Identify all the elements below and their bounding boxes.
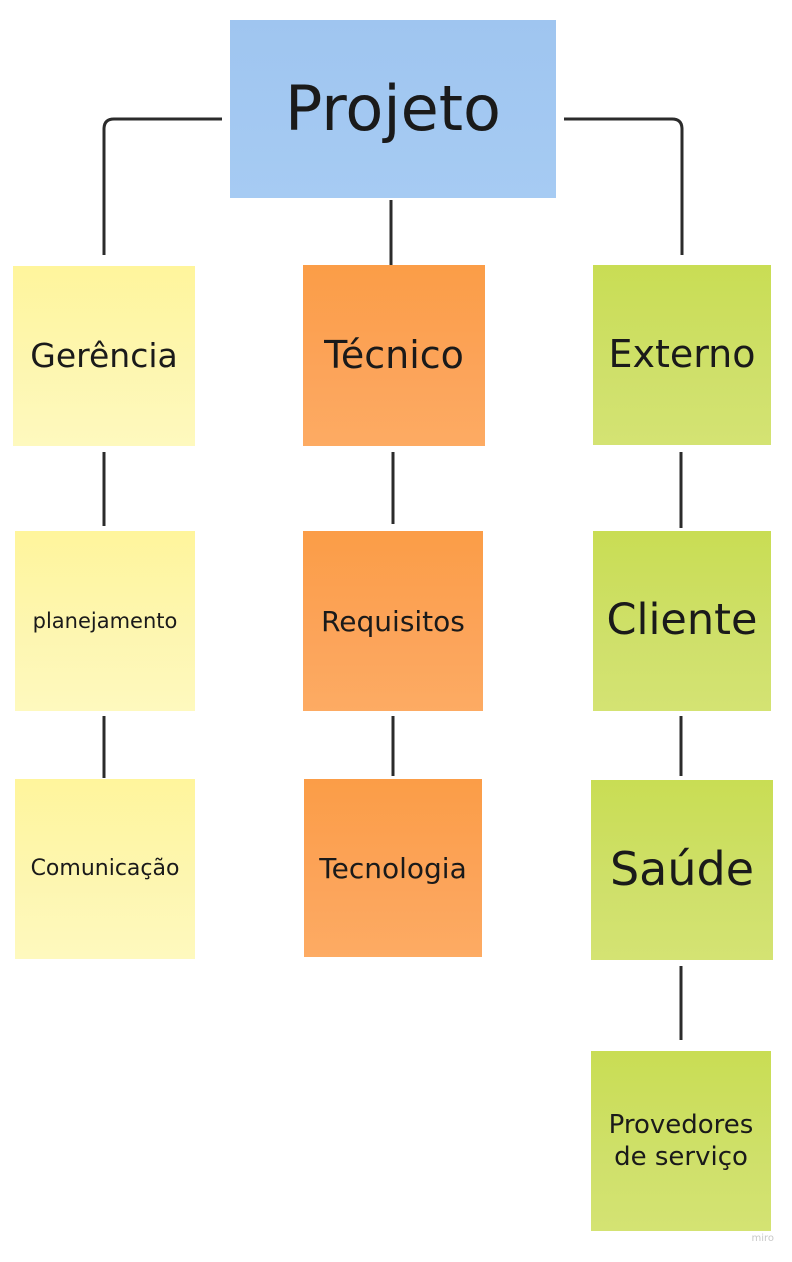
node-planejamento-label: planejamento [32, 608, 178, 633]
node-externo[interactable]: Externo [593, 265, 771, 445]
node-externo-label: Externo [608, 332, 756, 377]
node-gerencia[interactable]: Gerência [13, 266, 195, 446]
node-comunicacao[interactable]: Comunicação [15, 779, 195, 959]
node-requisitos[interactable]: Requisitos [303, 531, 483, 711]
node-comunicacao-label: Comunicação [30, 856, 180, 882]
node-cliente-label: Cliente [606, 595, 758, 646]
node-gerencia-label: Gerência [30, 336, 178, 376]
miro-watermark: miro [751, 1233, 774, 1244]
connector-root-gerencia [102, 117, 222, 255]
node-tecnologia-label: Tecnologia [319, 851, 467, 885]
node-requisitos-label: Requisitos [321, 604, 465, 638]
node-root[interactable]: Projeto [230, 20, 556, 198]
node-saude-label: Saúde [609, 842, 755, 897]
connector-root-externo [564, 117, 684, 255]
node-saude[interactable]: Saúde [591, 780, 773, 960]
node-cliente[interactable]: Cliente [593, 531, 771, 711]
node-tecnico-label: Técnico [324, 332, 464, 377]
node-root-label: Projeto [285, 72, 501, 146]
node-tecnologia[interactable]: Tecnologia [304, 779, 482, 957]
node-provedores[interactable]: Provedores de serviço [591, 1051, 771, 1231]
node-planejamento[interactable]: planejamento [15, 531, 195, 711]
node-tecnico[interactable]: Técnico [303, 265, 485, 446]
node-provedores-label: Provedores de serviço [608, 1109, 754, 1173]
